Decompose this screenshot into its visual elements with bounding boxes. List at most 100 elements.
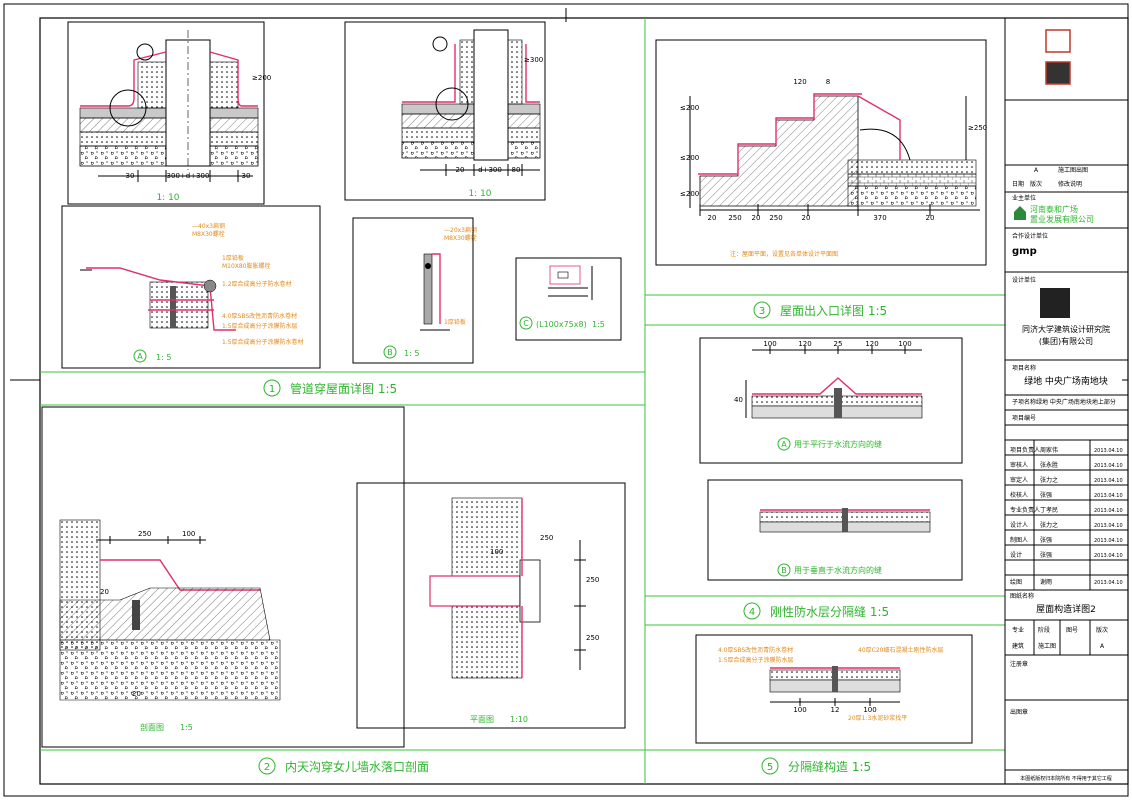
centering-marks [10, 8, 1128, 381]
drawing-no-label: 项目编号 [1012, 414, 1036, 422]
spec-header: 图号 [1066, 627, 1078, 634]
section-5-title: 分隔缝构造 1:5 [788, 759, 871, 774]
spec-value: 施工图 [1038, 642, 1056, 650]
section-1-number: 1 [269, 384, 275, 395]
status-cell: 施工图出图 [1058, 166, 1088, 174]
detail-1a-dim-left: 30 [126, 172, 135, 180]
detail-frames [41, 21, 987, 748]
detail-3-dim: 250 [728, 214, 741, 222]
drawing-title: 屋面构造详图2 [1036, 603, 1096, 615]
detail-a-scale: 1: 5 [156, 353, 171, 362]
institute-label: 设计单位 [1012, 276, 1036, 284]
role-name: 张永胜 [1040, 461, 1058, 469]
role-label: 设计人 [1010, 521, 1028, 529]
status-cell: A [1034, 167, 1039, 174]
role-label: 项目负责人 [1010, 446, 1040, 454]
detail-2-dim: 250 [586, 634, 599, 642]
institute-line: (集团)有限公司 [1039, 336, 1093, 346]
detail-a-note: 4.0厚SBS改性沥青防水卷材 [222, 312, 297, 320]
title-block-frame [1004, 17, 1129, 785]
role-name: 谢雨 [1040, 578, 1052, 586]
project-label: 项目名称 [1012, 364, 1036, 372]
detail-joint-a [745, 346, 923, 419]
role-name: 丁孝民 [1040, 506, 1058, 514]
title-block: A 施工图出图 日期 版次 修改说明 业主单位 河南泰和广场 置业发展有限公司 … [1010, 166, 1123, 782]
stamp2-label: 出图章 [1010, 708, 1028, 716]
detail-b-note: 1厚铅板 [444, 318, 466, 326]
detail-1a-dim-right: 30 [242, 172, 251, 180]
detail-c-angle [548, 265, 593, 300]
detail-4a-dim: 120 [865, 340, 878, 348]
detail-1b-dim-left: 20 [456, 166, 465, 174]
role-name: 周家伟 [1040, 446, 1058, 454]
detail-c-label: (L100x75x8) [536, 320, 587, 329]
role-date: 2013.04.10 [1094, 523, 1123, 529]
section-title-1: 1 管道穿屋面详图 1:5 [263, 379, 397, 397]
detail-1a-scale: 1: 10 [156, 193, 179, 203]
detail-a-note: 1.2厚合成高分子防水卷材 [222, 280, 292, 288]
section-title-4: 4 刚性防水层分隔缝 1:5 [743, 602, 889, 620]
detail-3-dim: 370 [873, 214, 886, 222]
client-label: 业主单位 [1012, 194, 1036, 202]
section-4-number: 4 [749, 607, 755, 618]
detail-joint-construction [769, 666, 901, 706]
detail-5-dim: 100 [863, 706, 876, 714]
detail-joint-b [759, 508, 931, 533]
detail-4a-dim-v: 40 [734, 396, 743, 404]
detail-b-note: M8X30螺栓 [444, 234, 477, 242]
detail-5-note: 4.0厚SBS改性沥青防水卷材 [718, 646, 793, 654]
role-date: 2013.04.10 [1094, 538, 1123, 544]
client-line: 河南泰和广场 [1030, 204, 1078, 214]
detail-2-dim: 20 [132, 690, 141, 698]
detail-pipe-roof-a [79, 30, 259, 182]
section-5-number: 5 [767, 762, 773, 773]
detail-5-note: 1.5厚合成高分子涂膜防水层 [718, 656, 794, 664]
detail-a-note: M8X30螺栓 [192, 230, 225, 238]
role-label: 绘图 [1010, 578, 1022, 586]
section-2-title: 内天沟穿女儿墙水落口剖面 [285, 759, 429, 774]
status-cell: 日期 [1012, 180, 1024, 188]
role-date: 2013.04.10 [1094, 478, 1123, 484]
detail-2-dim: 250 [138, 530, 151, 538]
detail-4a-dim: 100 [763, 340, 776, 348]
role-label: 审定人 [1010, 476, 1028, 484]
detail-1a-dim-mid: 300+d+300 [167, 172, 210, 180]
role-date: 2013.04.10 [1094, 493, 1123, 499]
detail-5-note: 40厚C20细石混凝土刚性防水层 [858, 646, 943, 654]
detail-a-note: 1.5厚合成高分子涂膜防水卷材 [222, 338, 304, 346]
detail-a-note: —40x3扁钢 [192, 222, 225, 230]
detail-3-note: 注：屋面平面，设置见各单体设计平面图 [730, 250, 838, 258]
subproject-label: 子项名称 [1012, 398, 1036, 406]
detail-a-note: 1.5厚合成高分子涂膜防水层 [222, 322, 298, 330]
role-date: 2013.04.10 [1094, 508, 1123, 514]
detail-2-dim: 250 [540, 534, 553, 542]
section-title-2: 2 内天沟穿女儿墙水落口剖面 [258, 757, 429, 775]
role-label: 设计 [1010, 551, 1022, 559]
spec-header: 专业 [1012, 626, 1024, 634]
section-2-number: 2 [264, 762, 270, 773]
detail-2-dim: 250 [586, 576, 599, 584]
detail-4a-dim: 100 [898, 340, 911, 348]
detail-4b-marker: B [781, 566, 787, 575]
role-date: 2013.04.10 [1094, 580, 1123, 586]
detail-2-plan-scale: 1:10 [510, 715, 528, 724]
role-label: 专业负责人 [1010, 506, 1040, 514]
stamp-label: 注册章 [1010, 660, 1028, 668]
detail-5-dim: 12 [831, 706, 840, 714]
detail-3-dim: 20 [926, 214, 935, 222]
detail-1b-dim-right: 80 [512, 166, 521, 174]
detail-a-marker: A [137, 352, 143, 361]
detail-3-dim: 20 [752, 214, 761, 222]
detail-a-note: 1厚铅板 [222, 254, 244, 262]
detail-3-dim: ≤200 [680, 190, 699, 198]
detail-b-note: —20x3扁钢 [444, 226, 477, 234]
role-name: 张强 [1040, 536, 1052, 544]
client-line: 置业发展有限公司 [1030, 214, 1094, 224]
spec-header: 阶段 [1038, 626, 1050, 634]
detail-2-dim: 100 [182, 530, 195, 538]
designer-name: gmp [1012, 246, 1037, 257]
detail-3-dim: ≤200 [680, 104, 699, 112]
detail-3-dim: 120 [793, 78, 806, 86]
role-date: 2013.04.10 [1094, 448, 1123, 454]
